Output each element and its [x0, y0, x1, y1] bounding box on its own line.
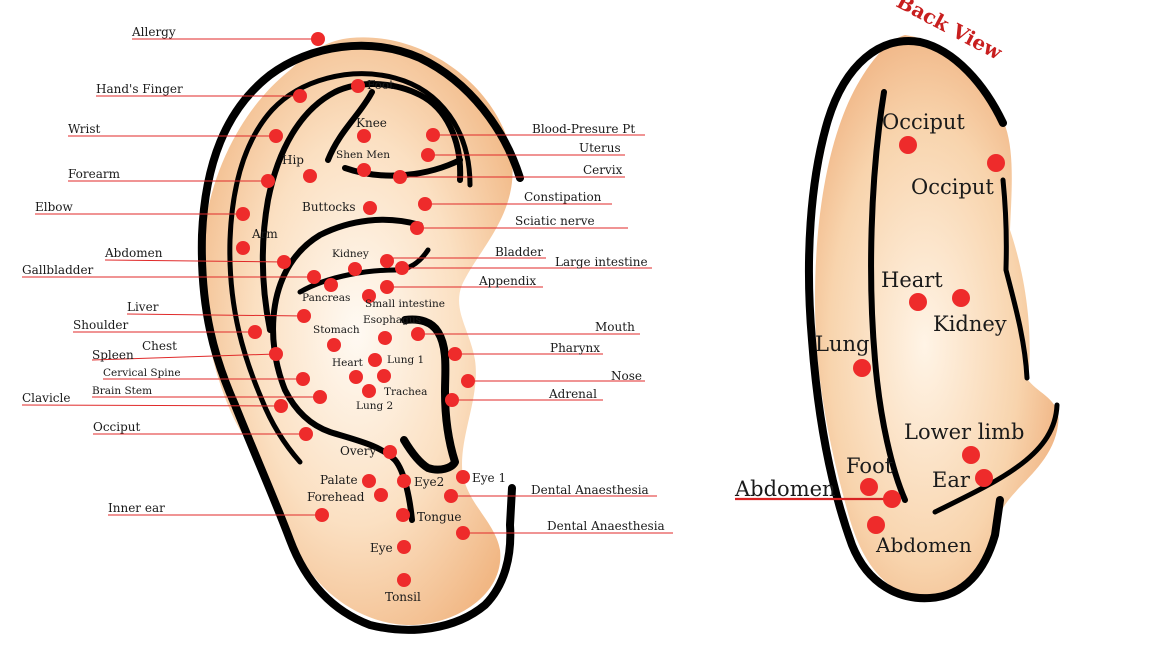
label-sciatic-nerve: Sciatic nerve — [515, 214, 595, 228]
label-forehead: Forehead — [307, 490, 365, 504]
label-palate: Palate — [320, 473, 358, 487]
label-brain-stem: Brain Stem — [92, 385, 152, 397]
label-buttocks: Buttocks — [302, 200, 356, 214]
label-cervix: Cervix — [583, 163, 623, 177]
label-stomach: Stomach — [313, 324, 360, 336]
label-inner-ear: Inner ear — [108, 501, 165, 515]
label-constipation: Constipation — [524, 190, 602, 204]
label-pancreas: Pancreas — [302, 292, 350, 304]
label-chest: Chest — [142, 339, 177, 353]
back-right-ridge — [1000, 177, 1030, 381]
label-knee: Knee — [356, 116, 387, 130]
back-label-occiput-1: Occiput — [882, 110, 965, 134]
label-overy: Overy — [340, 444, 376, 458]
label-lung-1: Lung 1 — [387, 354, 424, 366]
label-nose: Nose — [611, 369, 642, 383]
label-tongue: Tongue — [417, 510, 462, 524]
label-blood-pressure: Blood-Presure Pt — [532, 122, 635, 136]
superior-crus — [325, 89, 375, 163]
label-eye-1: Eye 1 — [472, 471, 506, 485]
front-leader-lines — [21, 38, 673, 534]
back-points — [853, 136, 1005, 534]
label-dental-anaesthesia-1: Dental Anaesthesia — [531, 483, 649, 497]
front-labels-left: Allergy Hand's Finger Wrist Forearm Elbo… — [22, 25, 183, 515]
back-labels: Occiput Occiput Heart Kidney Lung Lower … — [734, 110, 1025, 557]
back-label-abdomen-lead: Abdomen — [734, 477, 836, 501]
label-dental-anaesthesia-2: Dental Anaesthesia — [547, 519, 665, 533]
label-pharynx: Pharynx — [550, 341, 600, 355]
label-lung-2: Lung 2 — [356, 400, 393, 412]
label-clavicle: Clavicle — [22, 391, 70, 405]
back-lower-ridge — [932, 402, 1060, 515]
label-spleen: Spleen — [92, 348, 134, 362]
label-tonsil: Tonsil — [385, 590, 421, 604]
front-ear-illustration — [197, 37, 524, 634]
label-large-intestine: Large intestine — [555, 255, 648, 269]
helix-outline — [197, 41, 524, 634]
label-abdomen: Abdomen — [104, 246, 163, 260]
label-appendix: Appendix — [478, 274, 536, 288]
label-hip: Hip — [282, 153, 304, 167]
concha-rim — [270, 216, 423, 523]
label-shoulder: Shoulder — [73, 318, 129, 332]
front-points — [236, 32, 475, 587]
back-label-occiput-2: Occiput — [911, 175, 994, 199]
label-shen-men: Shen Men — [336, 149, 390, 161]
label-trachea: Trachea — [384, 386, 427, 398]
front-labels-right: Blood-Presure Pt Uterus Cervix Constipat… — [478, 122, 665, 533]
label-eye2: Eye2 — [414, 475, 444, 489]
label-liver: Liver — [127, 300, 159, 314]
antihelix-inner — [259, 81, 464, 333]
label-bladder: Bladder — [495, 245, 543, 259]
back-label-abdomen: Abdomen — [875, 533, 972, 557]
front-labels-inner: Foot Knee Shen Men Hip Buttocks Arm Kidn… — [251, 78, 506, 604]
back-label-heart: Heart — [881, 268, 943, 292]
label-esophagus: Esophagus — [363, 314, 421, 326]
back-label-kidney: Kidney — [933, 312, 1007, 336]
label-cervical-spine: Cervical Spine — [103, 367, 181, 379]
back-label-lung: Lung — [815, 332, 869, 356]
back-ear-illustration — [804, 35, 1060, 603]
label-hands-finger: Hand's Finger — [96, 82, 183, 96]
label-arm: Arm — [251, 227, 278, 241]
label-uterus: Uterus — [579, 141, 621, 155]
back-outline — [804, 37, 1007, 603]
front-ear-skin — [201, 37, 513, 625]
back-inner-ridge — [868, 89, 908, 503]
label-eye: Eye — [370, 541, 393, 555]
back-label-ear: Ear — [932, 468, 971, 492]
label-occiput: Occiput — [93, 420, 141, 434]
label-wrist: Wrist — [68, 122, 101, 136]
back-label-lower-limb: Lower limb — [904, 420, 1025, 444]
back-label-foot: Foot — [846, 454, 894, 478]
label-forearm: Forearm — [68, 167, 121, 181]
antihelix-outer — [227, 71, 473, 465]
tragus — [400, 315, 459, 474]
label-allergy: Allergy — [131, 25, 176, 39]
label-small-intestine: Small intestine — [365, 298, 445, 310]
label-heart: Heart — [332, 357, 364, 369]
label-gallbladder: Gallbladder — [22, 263, 94, 277]
label-elbow: Elbow — [35, 200, 74, 214]
label-kidney: Kidney — [332, 248, 369, 260]
label-mouth: Mouth — [595, 320, 635, 334]
label-adrenal: Adrenal — [548, 387, 597, 401]
label-foot: Foot — [367, 78, 394, 92]
